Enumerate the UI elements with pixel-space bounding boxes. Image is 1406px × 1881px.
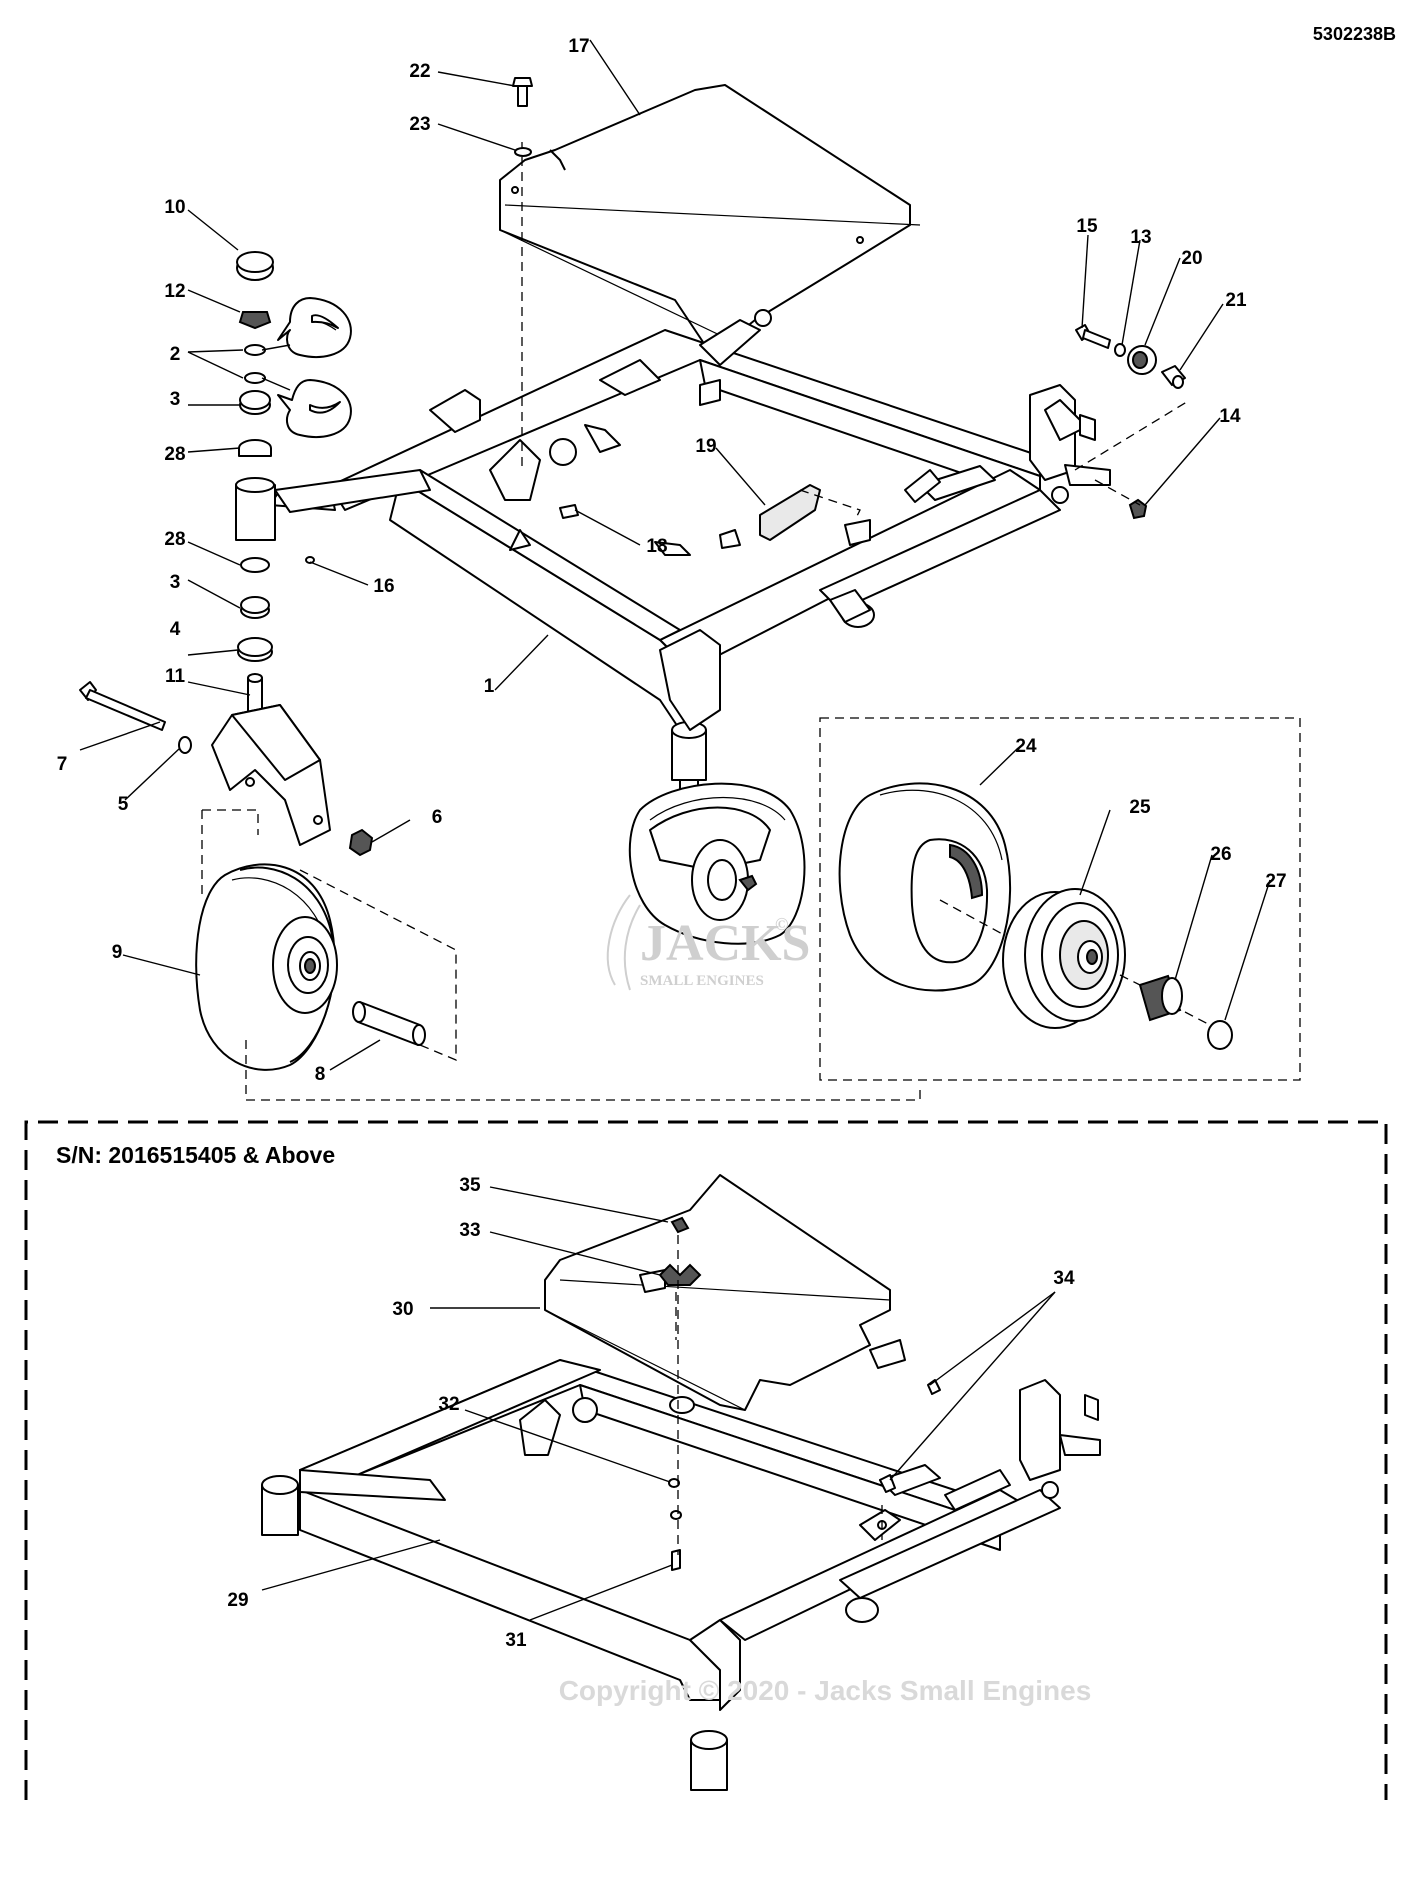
lower-caster-tubes xyxy=(261,1475,879,1791)
frame-brackets xyxy=(429,359,1111,556)
callout-23: 23 xyxy=(409,114,430,135)
callout-35: 35 xyxy=(459,1175,481,1196)
nut-6 xyxy=(348,828,374,857)
callout-28a: 28 xyxy=(164,444,185,465)
callout-3b: 3 xyxy=(170,572,181,593)
caster-wheel-right xyxy=(628,721,806,945)
bearing-inset-upper xyxy=(277,297,352,358)
pivot-hardware xyxy=(1075,324,1186,520)
callout-19: 19 xyxy=(695,436,716,457)
callout-33: 33 xyxy=(459,1220,480,1241)
callout-17: 17 xyxy=(568,36,589,57)
callout-18: 18 xyxy=(646,536,667,557)
callout-22: 22 xyxy=(409,61,430,82)
callout-8: 8 xyxy=(315,1064,326,1085)
callout-30: 30 xyxy=(392,1299,413,1320)
variant-panel: S/N: 2016515405 & Above xyxy=(24,1120,1388,1800)
callout-10: 10 xyxy=(164,197,185,218)
callout-20: 20 xyxy=(1181,248,1202,269)
callout-11: 11 xyxy=(165,666,186,687)
watermark-mark: © xyxy=(775,914,788,934)
washer-5 xyxy=(178,736,192,754)
rim-25 xyxy=(1002,888,1126,1029)
callout-1: 1 xyxy=(484,676,495,697)
watermark-sub: SMALL ENGINES xyxy=(640,973,764,989)
bearing-26 xyxy=(1138,974,1183,1022)
wheel-9 xyxy=(195,863,338,1071)
callout-15: 15 xyxy=(1076,216,1098,237)
callout-32: 32 xyxy=(438,1394,459,1415)
bumper-19 xyxy=(759,484,821,541)
watermark: JACKS © SMALL ENGINES xyxy=(606,894,810,991)
callout-13: 13 xyxy=(1130,227,1151,248)
clip-18 xyxy=(559,504,579,519)
upper-leaders xyxy=(79,39,1271,1071)
copyright-notice: Copyright © 2020 - Jacks Small Engines xyxy=(559,1675,1092,1706)
upper-callouts: 17 22 23 10 12 2 3 28 28 3 4 11 16 7 5 6… xyxy=(57,36,1287,1085)
front-frame xyxy=(269,329,1061,731)
callout-25: 25 xyxy=(1129,797,1151,818)
lower-callouts: 35 33 30 32 34 29 31 xyxy=(227,1175,1075,1651)
washer-23 xyxy=(514,147,532,157)
callout-21: 21 xyxy=(1225,290,1247,311)
watermark-brand: JACKS xyxy=(640,915,810,972)
callout-16: 16 xyxy=(373,576,394,597)
upper-assembly: JACKS © SMALL ENGINES xyxy=(57,36,1301,1101)
callout-29: 29 xyxy=(227,1590,248,1611)
callout-7: 7 xyxy=(57,754,68,775)
callout-2: 2 xyxy=(170,344,181,365)
rail-end xyxy=(659,629,721,731)
document-number: 5302238B xyxy=(1313,24,1396,44)
callout-9: 9 xyxy=(112,942,123,963)
callout-14: 14 xyxy=(1219,406,1241,427)
caster-stack-left xyxy=(235,251,315,721)
callout-3a: 3 xyxy=(170,389,181,410)
callout-4: 4 xyxy=(170,619,181,640)
callout-6: 6 xyxy=(432,807,443,828)
caster-fork-left xyxy=(211,704,331,846)
rear-tube xyxy=(829,589,875,628)
callout-24: 24 xyxy=(1015,736,1037,757)
spacer-8 xyxy=(352,1001,426,1046)
callout-27: 27 xyxy=(1265,871,1286,892)
variant-label: S/N: 2016515405 & Above xyxy=(56,1142,335,1168)
axle-bolt-7 xyxy=(79,681,166,731)
lower-floor-plate xyxy=(544,1174,891,1414)
bearing-inset-lower xyxy=(277,379,352,438)
lower-frame xyxy=(299,1339,1101,1711)
callout-12: 12 xyxy=(164,281,185,302)
lower-leaders xyxy=(261,1186,1056,1621)
bolt-22 xyxy=(512,77,533,107)
callout-26: 26 xyxy=(1210,844,1231,865)
callout-5: 5 xyxy=(118,794,129,815)
floor-plate xyxy=(499,84,921,366)
tire-24 xyxy=(838,782,1051,992)
washer-27 xyxy=(1207,1020,1233,1050)
callout-34: 34 xyxy=(1053,1268,1075,1289)
callout-28b: 28 xyxy=(164,529,185,550)
callout-31: 31 xyxy=(505,1630,527,1651)
